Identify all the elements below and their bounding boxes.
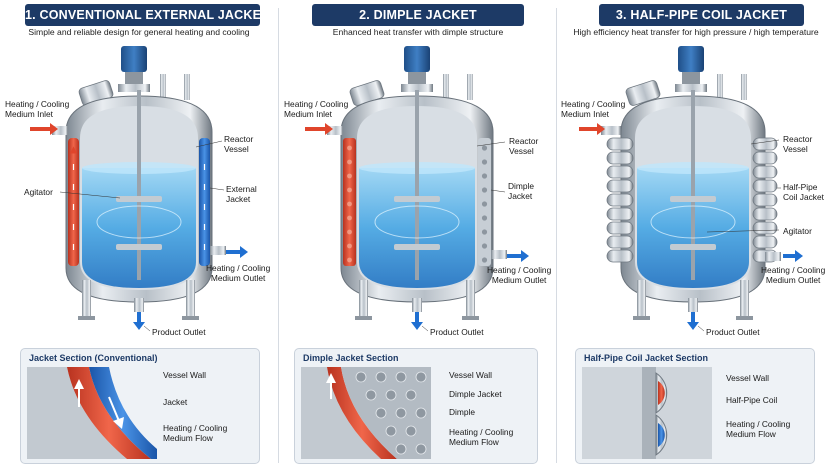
label-medium-inlet: Heating / Cooling Medium Inlet xyxy=(561,99,626,119)
panel-title: 1. CONVENTIONAL EXTERNAL JACKET xyxy=(25,4,269,26)
section-label-vessel-wall: Vessel Wall xyxy=(163,370,206,380)
jacket-section-card: Jacket Section (Conventional) Vessel Wal… xyxy=(20,348,260,464)
section-illustration xyxy=(301,367,431,459)
panel-title: 2. DIMPLE JACKET xyxy=(312,4,524,26)
label-agitator: Agitator xyxy=(24,187,53,197)
label-agitator: Agitator xyxy=(783,226,812,236)
panel-divider xyxy=(556,8,557,463)
label-medium-outlet: Heating / Cooling Medium Outlet xyxy=(487,265,552,285)
section-label-vessel-wall: Vessel Wall xyxy=(449,370,492,380)
label-reactor-vessel: Reactor Vessel xyxy=(224,134,254,154)
section-illustration xyxy=(27,367,157,459)
half-pipe-section-card: Half-Pipe Coil Jacket Section Vessel Wal… xyxy=(575,348,815,464)
label-medium-outlet: Heating / Cooling Medium Outlet xyxy=(206,263,271,283)
label-reactor-vessel: Reactor Vessel xyxy=(509,136,539,156)
panel-subtitle: Enhanced heat transfer with dimple struc… xyxy=(332,27,504,37)
label-medium-outlet: Heating / Cooling Medium Outlet xyxy=(761,265,826,285)
panel-half-pipe-coil-jacket: 3. HALF-PIPE COIL JACKET High efficiency… xyxy=(557,0,835,471)
reactor-illustration xyxy=(579,46,803,332)
section-title: Half-Pipe Coil Jacket Section xyxy=(584,353,709,363)
panel-divider xyxy=(278,8,279,463)
dimple-section-card: Dimple Jacket Section Vessel Wall Dimple… xyxy=(294,348,538,464)
panel-title: 3. HALF-PIPE COIL JACKET xyxy=(599,4,804,26)
label-reactor-vessel: Reactor Vessel xyxy=(783,134,813,154)
panel-conventional-jacket: 1. CONVENTIONAL EXTERNAL JACKET Simple a… xyxy=(0,0,278,471)
section-title: Jacket Section (Conventional) xyxy=(29,353,158,363)
label-external-jacket: External Jacket xyxy=(226,184,257,204)
label-medium-inlet: Heating / Cooling Medium Inlet xyxy=(5,99,70,119)
section-label-medium-flow: Heating / Cooling Medium Flow xyxy=(449,427,514,447)
panel-subtitle: High efficiency heat transfer for high p… xyxy=(573,27,819,37)
panel-subtitle: Simple and reliable design for general h… xyxy=(28,27,250,37)
label-product-outlet: Product Outlet xyxy=(430,327,484,337)
label-dimple-jacket: Dimple Jacket xyxy=(508,181,535,201)
label-product-outlet: Product Outlet xyxy=(152,327,206,337)
section-label-half-pipe-coil: Half-Pipe Coil xyxy=(726,395,778,405)
label-half-pipe-coil: Half-Pipe Coil Jacket xyxy=(783,182,824,202)
section-label-medium-flow: Heating / Cooling Medium Flow xyxy=(163,423,228,443)
label-product-outlet: Product Outlet xyxy=(706,327,760,337)
reactor-illustration xyxy=(30,46,248,332)
panel-dimple-jacket: 2. DIMPLE JACKET Enhanced heat transfer … xyxy=(279,0,557,471)
label-medium-inlet: Heating / Cooling Medium Inlet xyxy=(284,99,349,119)
section-label-vessel-wall: Vessel Wall xyxy=(726,373,769,383)
section-title: Dimple Jacket Section xyxy=(303,353,399,363)
section-label-medium-flow: Heating / Cooling Medium Flow xyxy=(726,419,791,439)
section-label-dimple-jacket: Dimple Jacket xyxy=(449,389,502,399)
section-illustration xyxy=(582,367,712,459)
reactor-illustration xyxy=(305,46,529,332)
section-label-jacket: Jacket xyxy=(163,397,188,407)
section-label-dimple: Dimple xyxy=(449,407,476,417)
